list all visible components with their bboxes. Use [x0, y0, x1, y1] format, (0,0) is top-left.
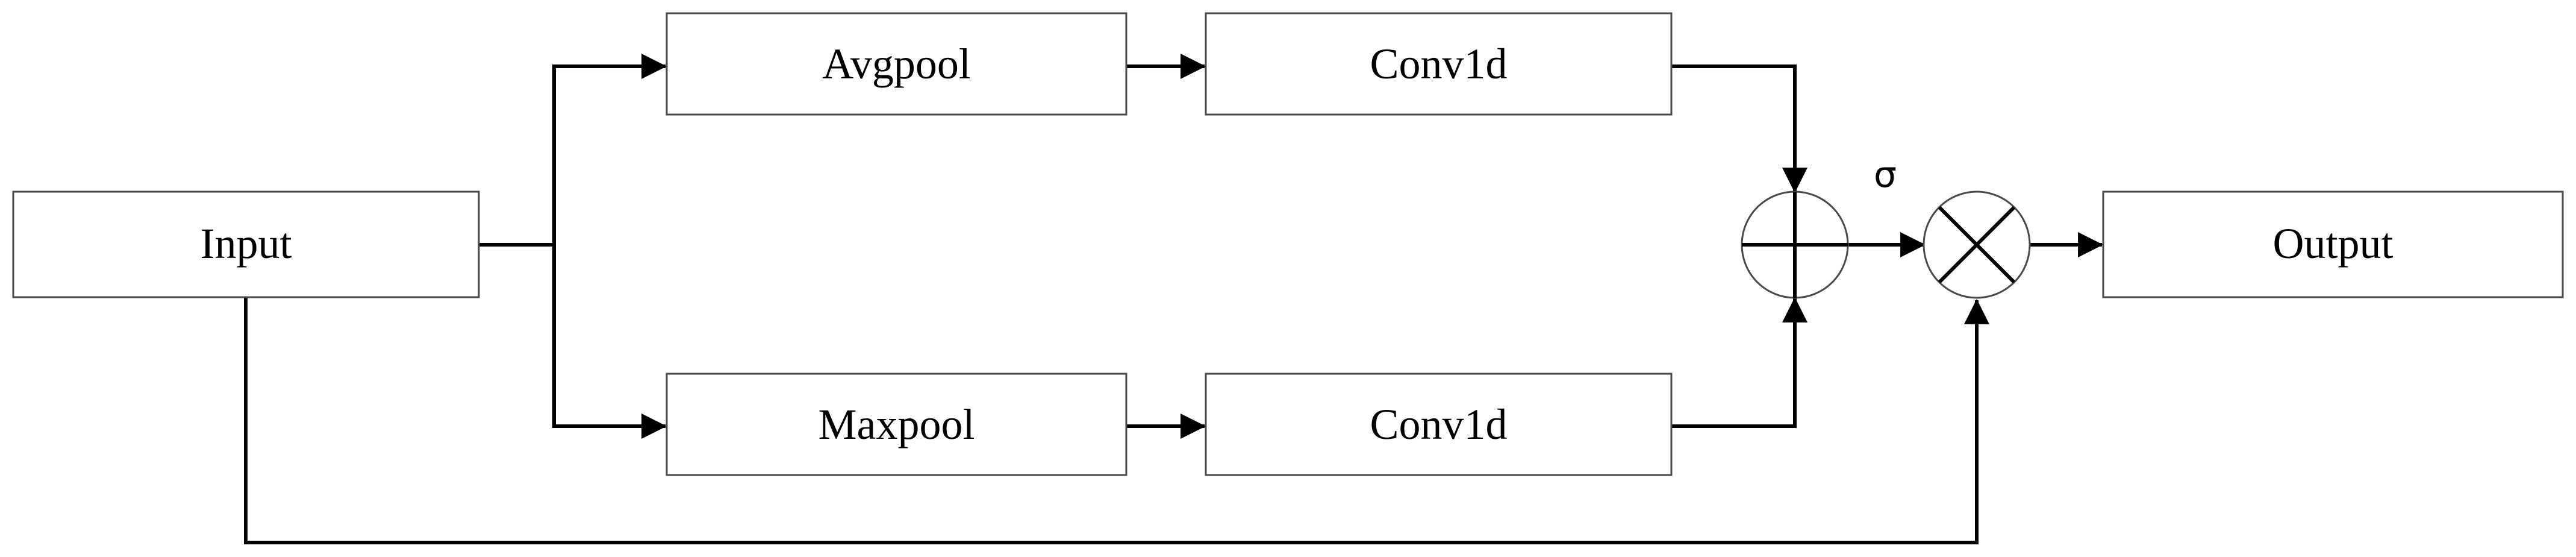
node-maxpool-label: Maxpool [819, 400, 975, 448]
multiply-operator-icon [1923, 190, 2031, 299]
sum-operator-icon [1741, 190, 1849, 299]
node-avgpool: Avgpool [666, 12, 1127, 116]
node-input-label: Input [201, 219, 292, 268]
edge-conv-bottom-sum [1671, 297, 1807, 428]
sigma-label: σ [1874, 154, 1897, 196]
node-conv-top: Conv1d [1205, 12, 1673, 116]
edge-input-residual [244, 297, 1989, 544]
edges [244, 54, 2104, 544]
node-maxpool: Maxpool [666, 373, 1127, 476]
node-avgpool-label: Avgpool [822, 40, 971, 88]
node-conv-bottom-label: Conv1d [1370, 400, 1507, 448]
node-conv-bottom: Conv1d [1205, 373, 1673, 476]
edge-conv-top-sum [1671, 65, 1807, 194]
node-output: Output [2102, 190, 2564, 298]
node-output-label: Output [2272, 219, 2393, 268]
node-input: Input [12, 190, 480, 298]
node-conv-top-label: Conv1d [1370, 40, 1507, 88]
